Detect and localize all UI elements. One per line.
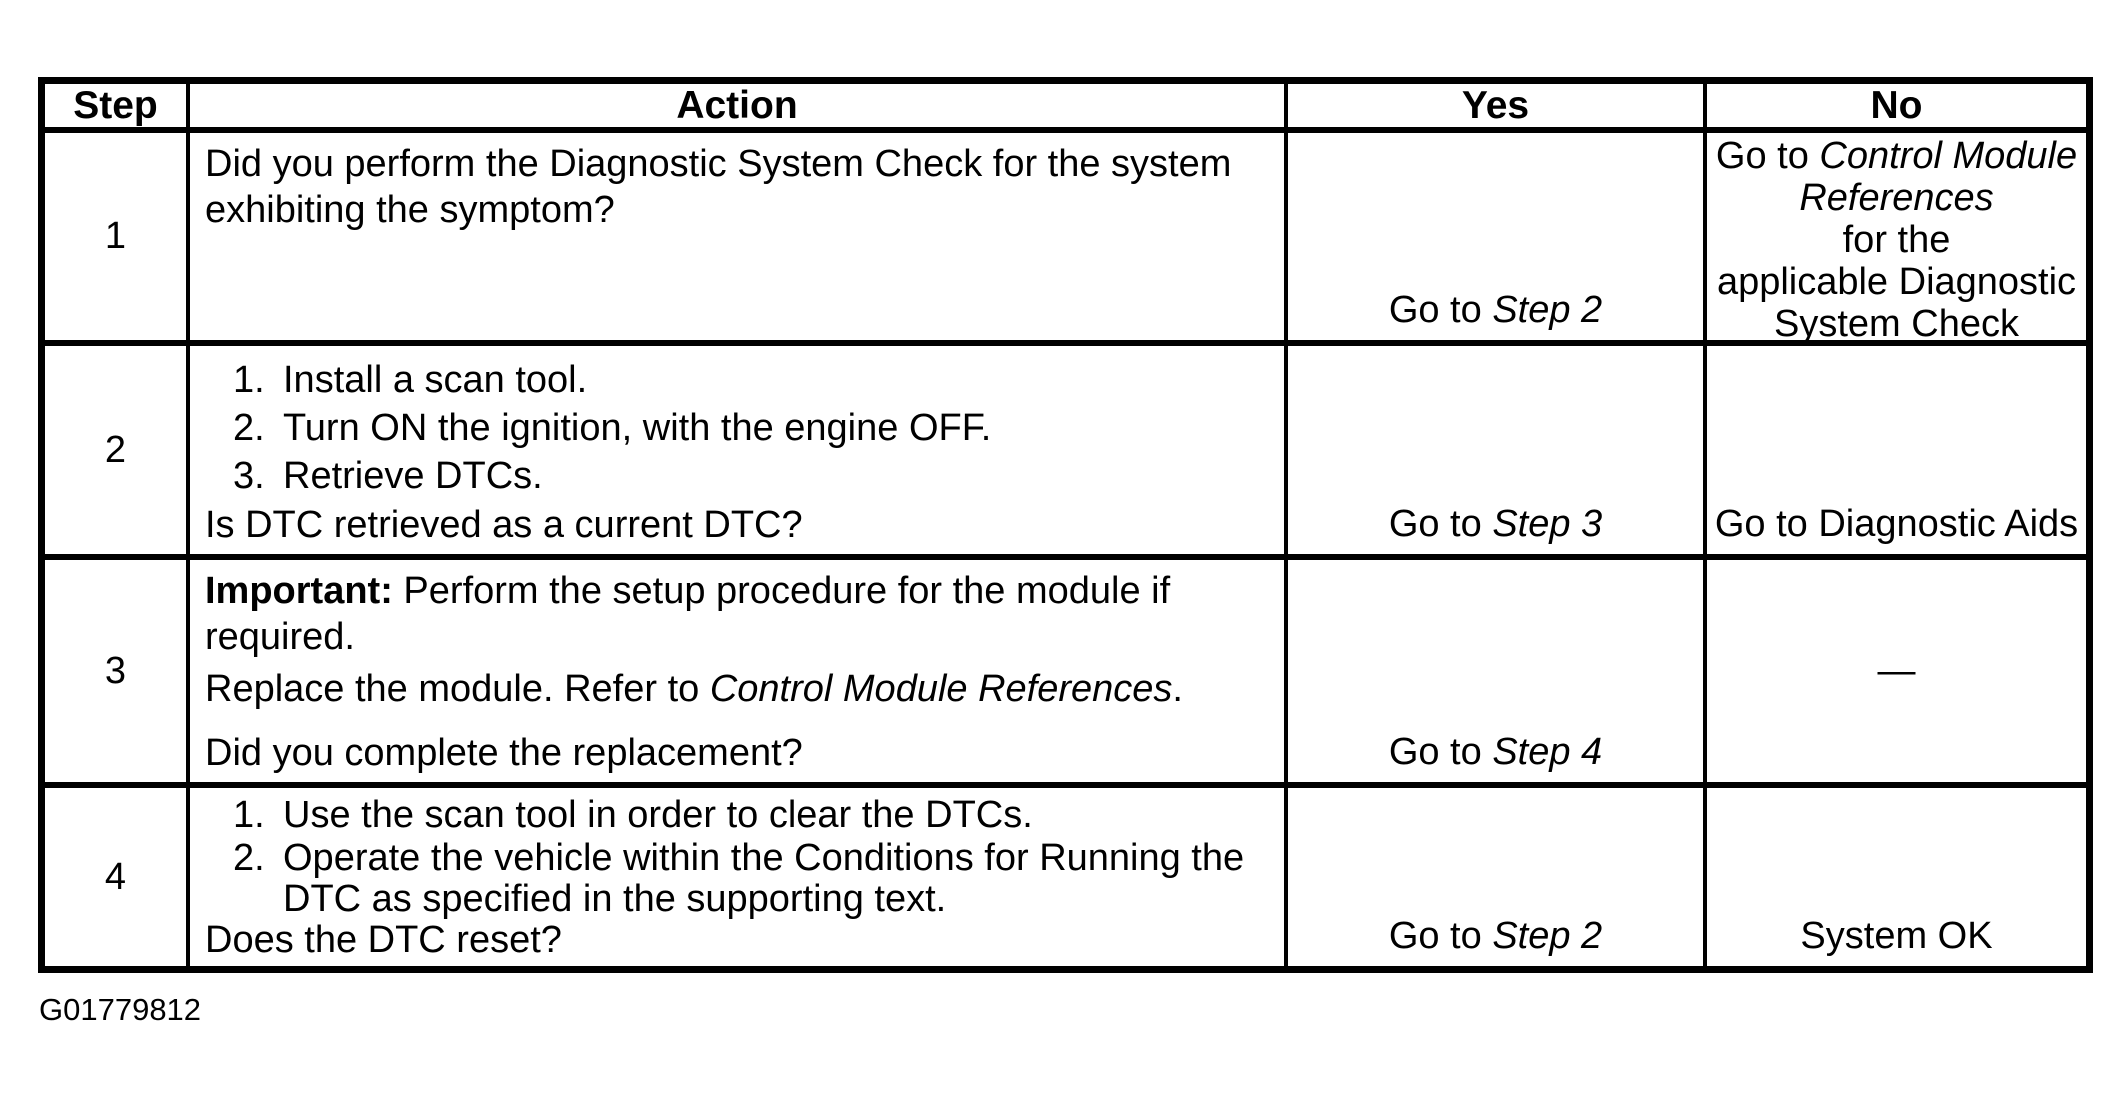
no-cell: —: [1707, 560, 2086, 788]
goto-reference: Go to Step 2: [1389, 914, 1602, 958]
list-text-line: DTC as specified in the supporting text.: [283, 878, 947, 920]
yes-cell: Go to Step 3: [1288, 346, 1707, 560]
goto-text: Go to: [1388, 503, 1493, 545]
list-item: 1. Install a scan tool.: [233, 358, 1264, 402]
action-cell: 1. Install a scan tool. 2. Turn ON the i…: [190, 346, 1288, 560]
header-cell-step: Step: [45, 84, 190, 133]
list-item: 2. Turn ON the ignition, with the engine…: [233, 406, 1264, 450]
list-number: 1.: [233, 359, 265, 401]
no-text: applicable Diagnostic: [1716, 261, 2077, 303]
step-number: 3: [45, 560, 190, 788]
yes-cell: Go to Step 2: [1288, 133, 1707, 346]
goto-text: Go to: [1388, 915, 1493, 957]
no-cell: Go to Control Module References for the …: [1707, 133, 2086, 346]
action-cell: Did you perform the Diagnostic System Ch…: [190, 133, 1288, 346]
goto-target: Step 4: [1492, 731, 1603, 773]
yes-cell: Go to Step 4: [1288, 560, 1707, 788]
action-text: Replace the module. Refer to: [205, 668, 710, 710]
step-number: 4: [45, 788, 190, 966]
yes-cell: Go to Step 2: [1288, 788, 1707, 966]
goto-reference: Go to Diagnostic Aids: [1714, 503, 2079, 545]
list-number: 2.: [233, 837, 265, 879]
action-text: exhibiting the symptom?: [205, 189, 615, 231]
list-number: 3.: [233, 455, 265, 497]
list-text: Use the scan tool in order to clear the …: [283, 794, 1033, 836]
list-text: Install a scan tool.: [283, 359, 588, 401]
list-number: 1.: [233, 794, 265, 836]
important-text: Perform the setup procedure for the modu…: [392, 570, 1171, 612]
header-cell-no: No: [1707, 84, 2086, 133]
status-text: System OK: [1800, 915, 1993, 957]
goto-reference: Go to Step 2: [1389, 288, 1602, 332]
goto-target: Step 2: [1492, 289, 1603, 331]
list-text: Turn ON the ignition, with the engine OF…: [283, 407, 992, 449]
em-dash: —: [1877, 649, 1916, 692]
header-cell-action: Action: [190, 84, 1288, 133]
reference-name: Control Module References: [709, 668, 1173, 710]
goto-target: Step 2: [1492, 915, 1603, 957]
action-question: Is DTC retrieved as a current DTC?: [205, 504, 803, 546]
action-question: Did you complete the replacement?: [205, 732, 803, 774]
step-number: 2: [45, 346, 190, 560]
goto-text: Go to: [1715, 135, 1820, 177]
important-note: Important: Perform the setup procedure f…: [205, 568, 1264, 614]
action-text: .: [1172, 668, 1183, 710]
goto-reference: Go to Step 3: [1389, 502, 1602, 546]
goto-target: References: [1799, 177, 1994, 219]
no-text: for the: [1842, 219, 1951, 261]
no-cell: Go to Diagnostic Aids: [1707, 346, 2086, 560]
no-cell: System OK: [1707, 788, 2086, 966]
numbered-list: 1. Install a scan tool. 2. Turn ON the i…: [233, 354, 1264, 498]
diagnostic-procedure-table: Step Action Yes No 1 Did you perform the…: [38, 77, 2093, 973]
action-cell: Important: Perform the setup procedure f…: [190, 560, 1288, 788]
goto-reference: Go to Control Module: [1707, 135, 2086, 177]
numbered-list: 1. Use the scan tool in order to clear t…: [233, 793, 1264, 920]
goto-target: Control Module: [1819, 135, 2078, 177]
list-text: Retrieve DTCs.: [283, 455, 543, 497]
goto-text: Go to: [1388, 289, 1493, 331]
list-number: 2.: [233, 407, 265, 449]
list-item: 3. Retrieve DTCs.: [233, 454, 1264, 498]
list-item: 2. Operate the vehicle within the Condit…: [233, 838, 1264, 920]
action-text: Did you perform the Diagnostic System Ch…: [205, 143, 1232, 185]
goto-reference: Go to Step 4: [1389, 730, 1602, 774]
no-text: System Check: [1774, 303, 2019, 345]
step-number: 1: [45, 133, 190, 346]
action-text: Replace the module. Refer to Control Mod…: [205, 666, 1264, 712]
header-cell-yes: Yes: [1288, 84, 1707, 133]
important-text: required.: [205, 616, 355, 658]
list-text-line: Operate the vehicle within the Condition…: [283, 837, 1245, 879]
goto-text: Go to: [1388, 731, 1493, 773]
important-label: Important:: [205, 570, 393, 612]
action-cell: 1. Use the scan tool in order to clear t…: [190, 788, 1288, 966]
list-item: 1. Use the scan tool in order to clear t…: [233, 795, 1264, 836]
goto-target: Step 3: [1492, 503, 1603, 545]
figure-id-caption: G01779812: [39, 992, 202, 1027]
list-text: Operate the vehicle within the Condition…: [283, 838, 1244, 920]
action-question: Does the DTC reset?: [205, 919, 562, 961]
